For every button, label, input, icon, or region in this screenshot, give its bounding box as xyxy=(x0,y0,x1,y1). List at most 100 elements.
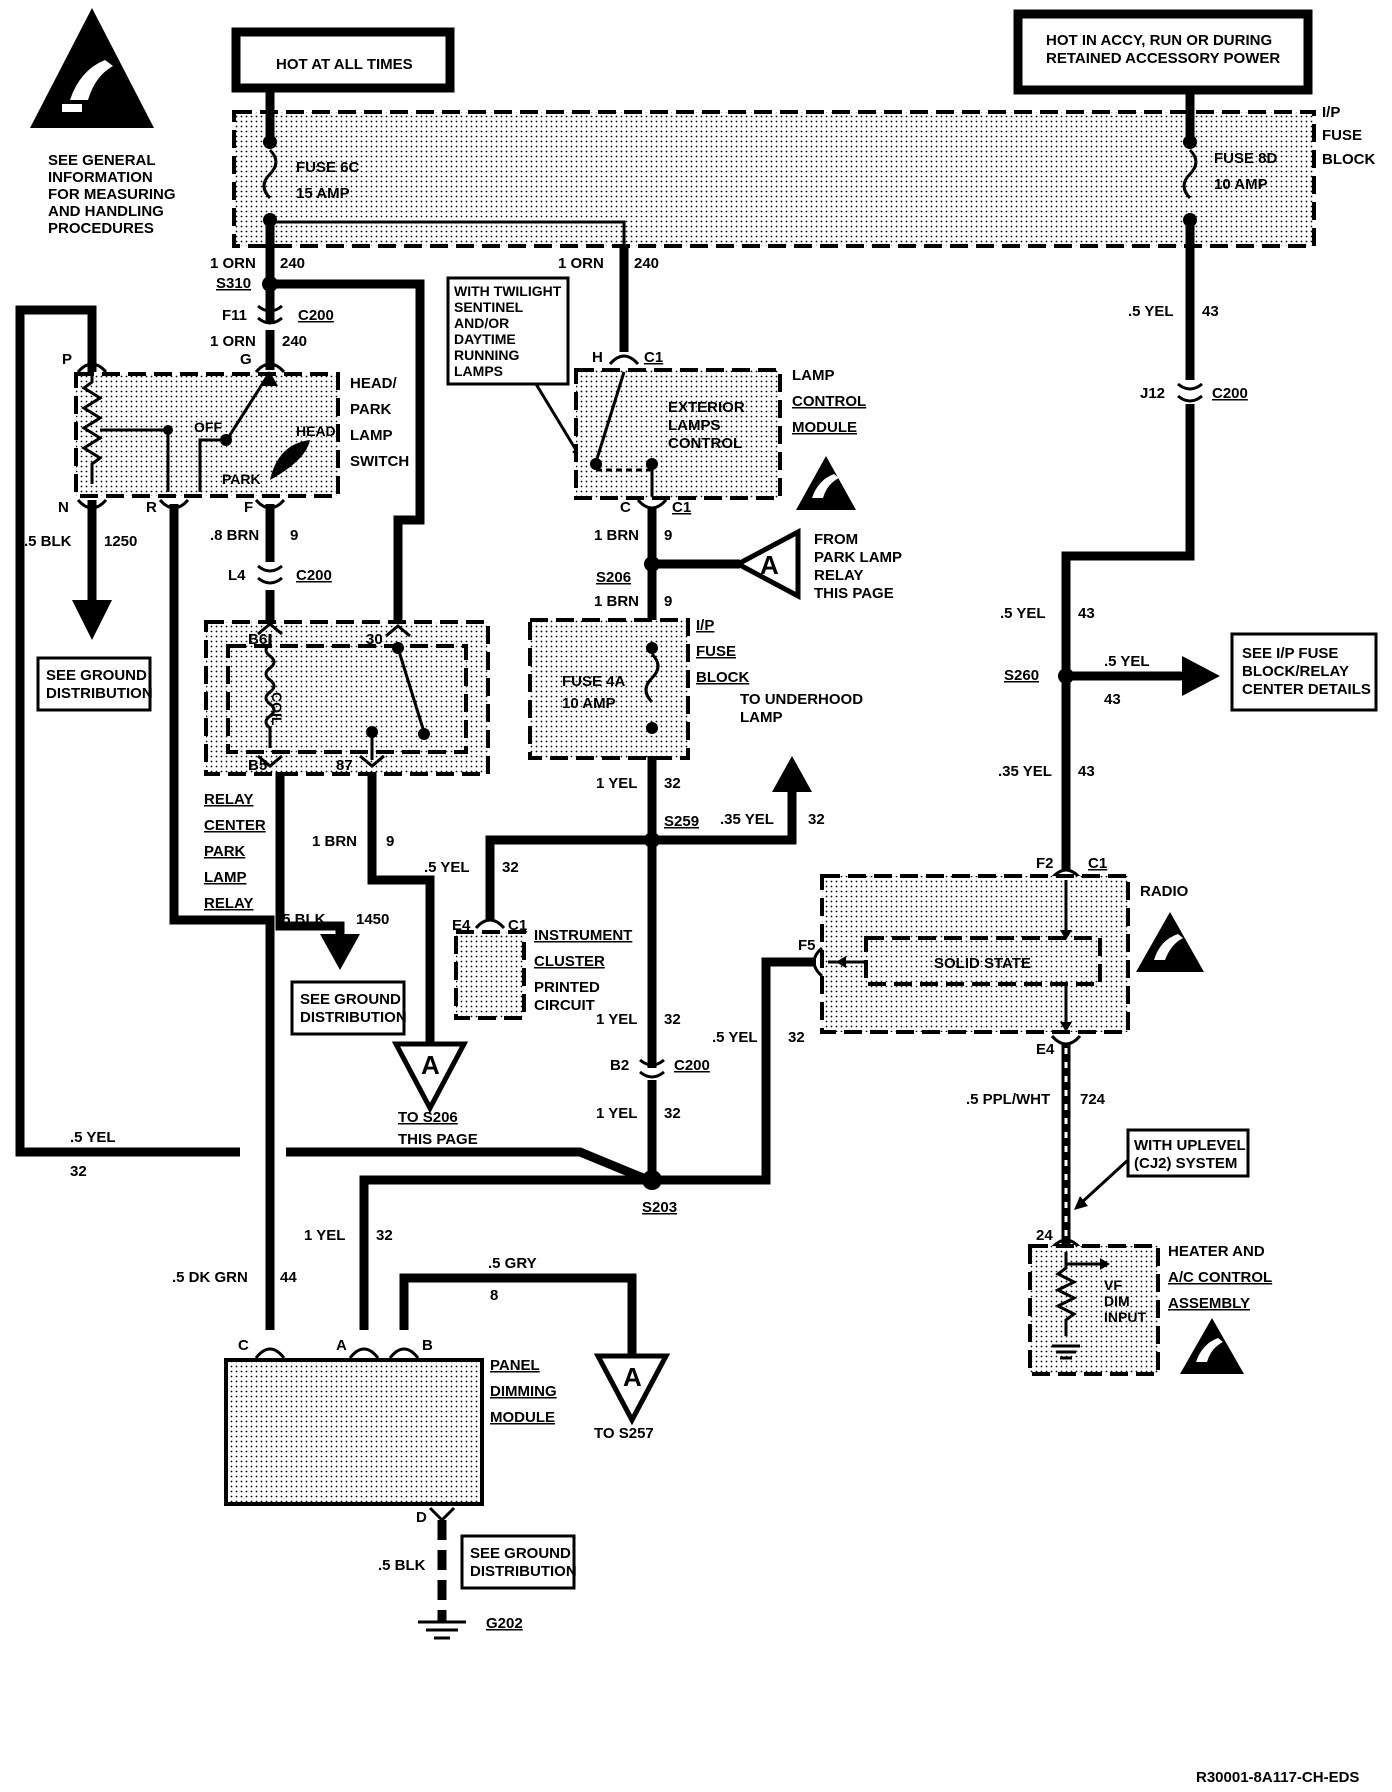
uplevel-text: WITH UPLEVEL xyxy=(1134,1137,1246,1154)
instrument-cluster xyxy=(454,930,526,1020)
wire-label: .5 BLK xyxy=(378,1557,426,1574)
connector-label: C1 xyxy=(644,349,663,366)
wire-label: .5 YEL xyxy=(1104,653,1150,670)
esd-icon xyxy=(1136,912,1204,972)
from-park-text: PARK LAMP xyxy=(814,549,902,566)
wire-label: 240 xyxy=(634,255,659,272)
underhood-text: TO UNDERHOOD xyxy=(740,691,863,708)
ip-fuse-details-text: BLOCK/RELAY xyxy=(1242,663,1349,680)
switch-label: HEAD/ xyxy=(350,375,398,392)
connector-label: B2 xyxy=(610,1057,629,1074)
switch-label: LAMP xyxy=(350,427,393,444)
wire-label: 1 BRN xyxy=(312,833,357,850)
hvac-inner: INPUT xyxy=(1104,1309,1146,1325)
esd-note-line: AND HANDLING xyxy=(48,203,164,220)
wire-label: 9 xyxy=(664,593,672,610)
dimming-label: MODULE xyxy=(490,1409,555,1426)
esd-warning-icon xyxy=(30,8,154,128)
relay-label: RELAY xyxy=(204,895,253,912)
panel-dimming-module xyxy=(224,1358,484,1506)
wire-label: 9 xyxy=(664,527,672,544)
lamp-module-label: MODULE xyxy=(792,419,857,436)
connector-label: E4 xyxy=(452,917,471,934)
connector-label: C1 xyxy=(1088,855,1107,872)
relay-pin: 87 xyxy=(336,757,353,774)
hvac-label: HEATER AND xyxy=(1168,1243,1265,1260)
lamp-module-inner: CONTROL xyxy=(668,435,742,452)
relay-coil-label: COIL xyxy=(269,692,285,726)
uplevel-text: (CJ2) SYSTEM xyxy=(1134,1155,1237,1172)
wire-label: 1 ORN xyxy=(558,255,604,272)
fuse-8d-rating: 10 AMP xyxy=(1214,176,1268,193)
hvac-inner: VF xyxy=(1104,1277,1122,1293)
ground-distribution-text: SEE GROUND xyxy=(300,991,401,1008)
connector-label: C xyxy=(238,1337,249,1354)
cluster-label: CLUSTER xyxy=(534,953,605,970)
ground-distribution-note xyxy=(290,980,406,1036)
cluster-label: PRINTED xyxy=(534,979,600,996)
esd-note-line: FOR MEASURING xyxy=(48,186,176,203)
ref-a-label: A xyxy=(623,1362,642,1392)
ground-distribution-text: DISTRIBUTION xyxy=(46,685,153,702)
connector-label: C200 xyxy=(296,567,332,584)
esd-icon xyxy=(796,456,856,510)
wire-label: 32 xyxy=(664,1011,681,1028)
ip-fuse-block-label: FUSE xyxy=(696,643,736,660)
ip-fuse-details-text: SEE I/P FUSE xyxy=(1242,645,1338,662)
wire-label: .8 BRN xyxy=(210,527,259,544)
connector-label: G xyxy=(240,351,252,368)
twilight-note-text: WITH TWILIGHT xyxy=(454,283,562,299)
wire-label: 32 xyxy=(808,811,825,828)
wire-label: 1250 xyxy=(104,533,137,550)
connector-label: C1 xyxy=(508,917,527,934)
wire-label: 1 BRN xyxy=(594,527,639,544)
twilight-note-text: AND/OR xyxy=(454,315,509,331)
wire-label: 8 xyxy=(490,1287,498,1304)
connector-label: H xyxy=(592,349,603,366)
connector-label: C200 xyxy=(674,1057,710,1074)
wire-label: 43 xyxy=(1202,303,1219,320)
wire-label: .5 YEL xyxy=(424,859,470,876)
connector-label: N xyxy=(58,499,69,516)
wire-label: 32 xyxy=(376,1227,393,1244)
wire-label: 240 xyxy=(282,333,307,350)
wire-label: .5 DK GRN xyxy=(172,1269,248,1286)
esd-note-line: SEE GENERAL xyxy=(48,152,156,169)
wire-label: 32 xyxy=(70,1163,87,1180)
hot-in-accy-label: HOT IN ACCY, RUN OR DURING xyxy=(1046,32,1272,49)
wire-label: 44 xyxy=(280,1269,297,1286)
wire-label: 32 xyxy=(788,1029,805,1046)
wire-label: 43 xyxy=(1078,763,1095,780)
connector-label: D xyxy=(416,1509,427,1526)
connector-label: C200 xyxy=(1212,385,1248,402)
wire-label: .5 YEL xyxy=(1000,605,1046,622)
ground-distribution-text: SEE GROUND xyxy=(46,667,147,684)
wire-label: 43 xyxy=(1078,605,1095,622)
ground-distribution-note xyxy=(460,1534,576,1590)
switch-pos-park: PARK xyxy=(222,471,261,487)
ip-fuse-block-label: I/P xyxy=(696,617,714,634)
hvac-inner: DIM xyxy=(1104,1293,1130,1309)
to-s206-label: TO S206 xyxy=(398,1109,458,1126)
radio-label: RADIO xyxy=(1140,883,1189,900)
from-park-text: THIS PAGE xyxy=(814,585,894,602)
hot-at-all-times-label: HOT AT ALL TIMES xyxy=(276,56,413,73)
ip-fuse-block-label: BLOCK xyxy=(696,669,749,686)
splice-s259: S259 xyxy=(664,813,699,830)
cluster-label: INSTRUMENT xyxy=(534,927,632,944)
ground-distribution-text: DISTRIBUTION xyxy=(470,1563,577,1580)
ground-distribution-text: DISTRIBUTION xyxy=(300,1009,407,1026)
wire-label: 43 xyxy=(1104,691,1121,708)
ip-fuse-details-text: CENTER DETAILS xyxy=(1242,681,1371,698)
wire-label: 1 BRN xyxy=(594,593,639,610)
twilight-note-text: LAMPS xyxy=(454,363,503,379)
switch-label: SWITCH xyxy=(350,453,409,470)
esd-note-line: PROCEDURES xyxy=(48,220,154,237)
underhood-text: LAMP xyxy=(740,709,783,726)
ref-a-label: A xyxy=(760,550,779,580)
connector-label: E4 xyxy=(1036,1041,1055,1058)
from-park-text: RELAY xyxy=(814,567,863,584)
cluster-label: CIRCUIT xyxy=(534,997,595,1014)
splice-s203: S203 xyxy=(642,1199,677,1216)
footer-code: R30001-8A117-CH-EDS xyxy=(1196,1769,1359,1786)
